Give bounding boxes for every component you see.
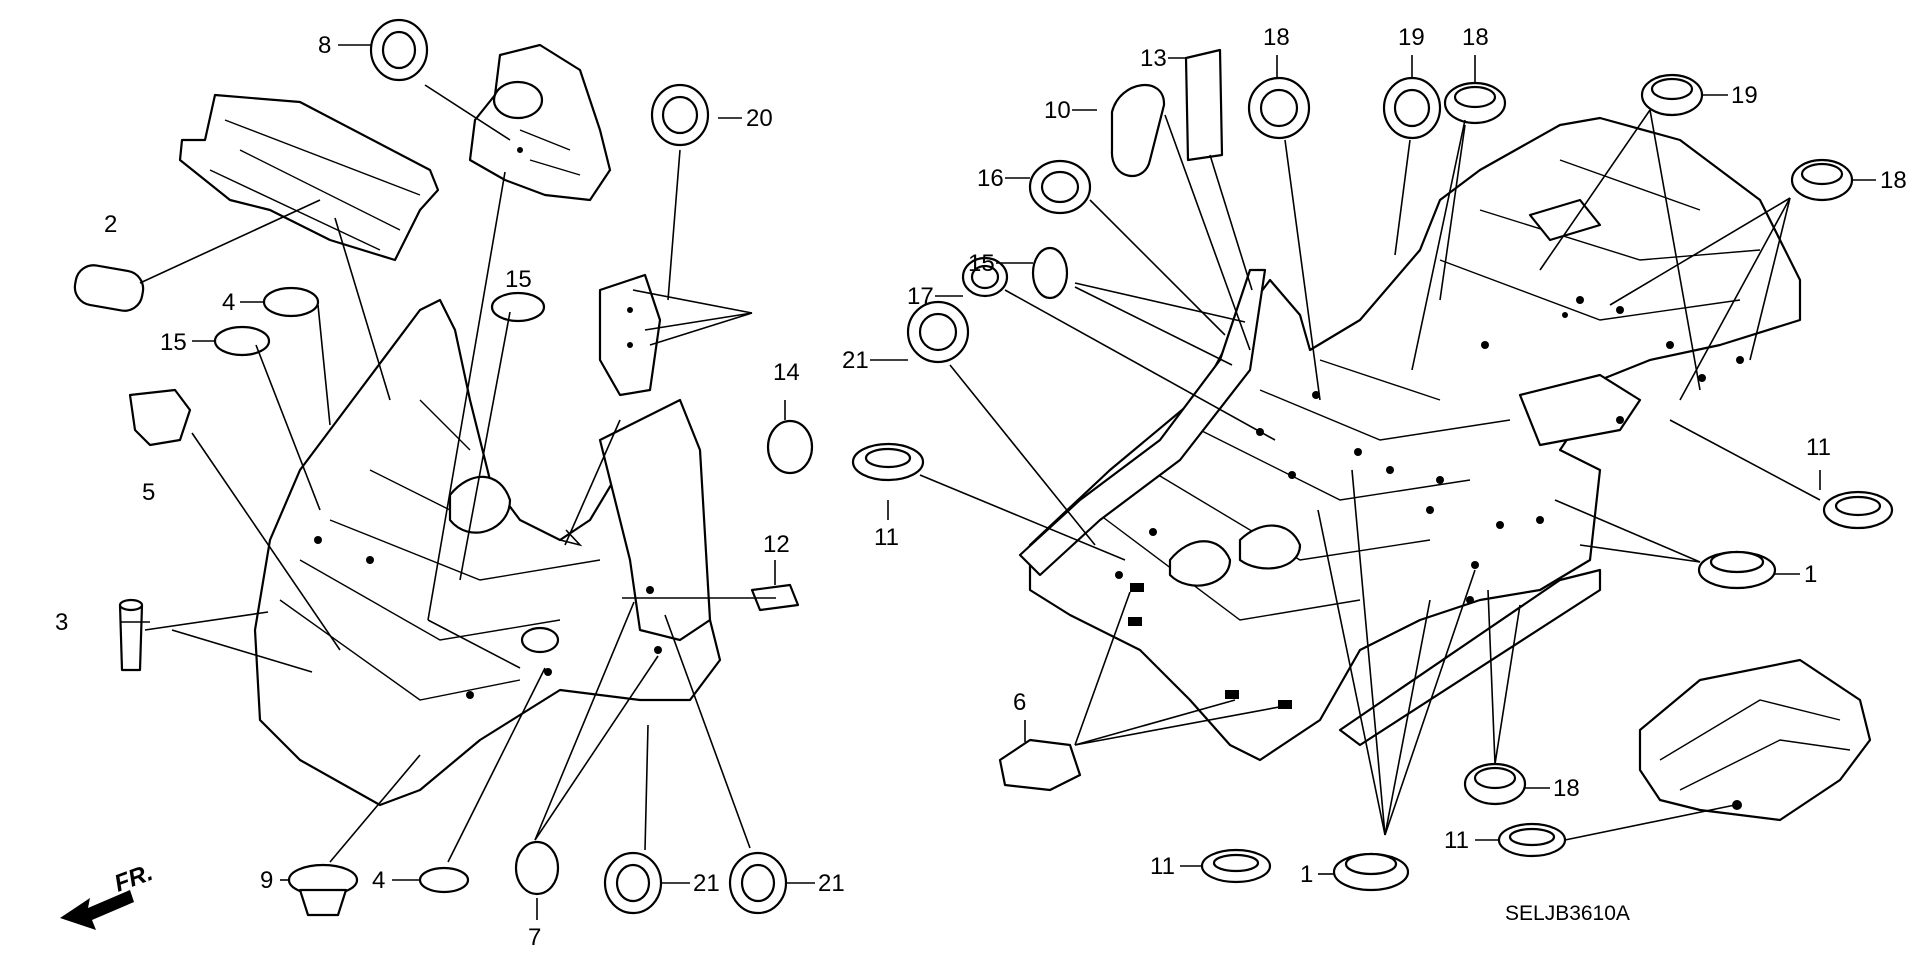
- pad-13: [1184, 48, 1224, 162]
- callout-18-a: 18: [1263, 24, 1290, 51]
- seal-15-left: [213, 325, 271, 357]
- front-bulkhead-assembly: [178, 43, 722, 807]
- callout-18-b: 18: [1462, 24, 1489, 51]
- callout-labels: 8 20 2 4 15 15 14 5 12 3 9 4 7 21 21 13 …: [55, 24, 1907, 951]
- grommet-7: [514, 840, 560, 896]
- grommet-18-c: [1790, 158, 1854, 202]
- plug-1-right: [1697, 550, 1777, 590]
- floor-pan-assembly: [1018, 116, 1872, 822]
- callout-12: 12: [763, 531, 790, 558]
- grommet-11-left: [851, 442, 925, 482]
- callout-19-b: 19: [1731, 82, 1758, 109]
- callout-17: 17: [907, 283, 934, 310]
- bushing-3: [118, 603, 144, 672]
- callout-21-c: 21: [818, 870, 845, 897]
- callout-19-a: 19: [1398, 24, 1425, 51]
- grommet-16: [1028, 159, 1092, 215]
- seal-15-right: [1031, 246, 1069, 300]
- seal-4-upper: [262, 286, 320, 318]
- callout-1-right: 1: [1804, 561, 1817, 588]
- grommet-18-b: [1443, 81, 1507, 125]
- callout-5: 5: [142, 479, 155, 506]
- grommet-18-d: [1463, 762, 1527, 806]
- grommet-11-bottom-right: [1497, 822, 1567, 858]
- callout-4-upper: 4: [222, 289, 235, 316]
- callout-21-a: 21: [842, 347, 869, 374]
- grommet-20: [650, 83, 710, 147]
- grommet-21-b: [603, 851, 663, 915]
- callout-9: 9: [260, 867, 273, 894]
- direction-label: FR.: [111, 859, 157, 898]
- grommet-8: [369, 18, 429, 82]
- callout-20: 20: [746, 105, 773, 132]
- grommet-19-a: [1382, 76, 1442, 140]
- diagram-code: SELJB3610A: [1505, 902, 1630, 925]
- callout-14: 14: [773, 359, 800, 386]
- clip-5: [128, 388, 192, 447]
- clip-9: [287, 863, 359, 917]
- callout-11-bottom-left: 11: [1150, 853, 1175, 880]
- grommet-17: [961, 256, 1009, 298]
- grommet-11-bottom-left: [1200, 848, 1272, 884]
- callout-15-center: 15: [505, 266, 532, 293]
- callout-11-right: 11: [1806, 434, 1831, 461]
- plug-1-bottom: [1332, 852, 1410, 892]
- seal-4-lower: [418, 866, 470, 894]
- seal-15-center: [490, 291, 546, 323]
- ring-10: [1110, 83, 1166, 178]
- callout-21-b: 21: [693, 870, 720, 897]
- callout-7: 7: [528, 924, 541, 951]
- callout-15-left: 15: [160, 329, 187, 356]
- seal-14: [766, 419, 814, 475]
- callout-16: 16: [977, 165, 1004, 192]
- callout-1-bottom: 1: [1300, 861, 1313, 888]
- callout-4-lower: 4: [372, 867, 385, 894]
- pad-2: [73, 264, 145, 312]
- callout-11-left: 11: [874, 524, 899, 551]
- callout-18-d: 18: [1553, 775, 1580, 802]
- front-direction-arrow: FR.: [60, 859, 156, 930]
- callout-10: 10: [1044, 97, 1071, 124]
- grommet-19-b: [1640, 73, 1704, 117]
- callout-8: 8: [318, 32, 331, 59]
- grommet-6: [998, 738, 1082, 792]
- grommet-21-a: [906, 300, 970, 364]
- grommet-21-c: [728, 851, 788, 915]
- callout-18-c: 18: [1880, 167, 1907, 194]
- grommet-18-a: [1247, 76, 1311, 140]
- grommet-11-right: [1822, 490, 1894, 530]
- callout-13: 13: [1140, 45, 1167, 72]
- callout-6: 6: [1013, 689, 1026, 716]
- callout-11-bottom-right: 11: [1444, 827, 1469, 854]
- callout-2: 2: [104, 211, 117, 238]
- callout-15-right: 15: [968, 250, 995, 277]
- callout-3: 3: [55, 609, 68, 636]
- leader-lines: [120, 44, 1876, 920]
